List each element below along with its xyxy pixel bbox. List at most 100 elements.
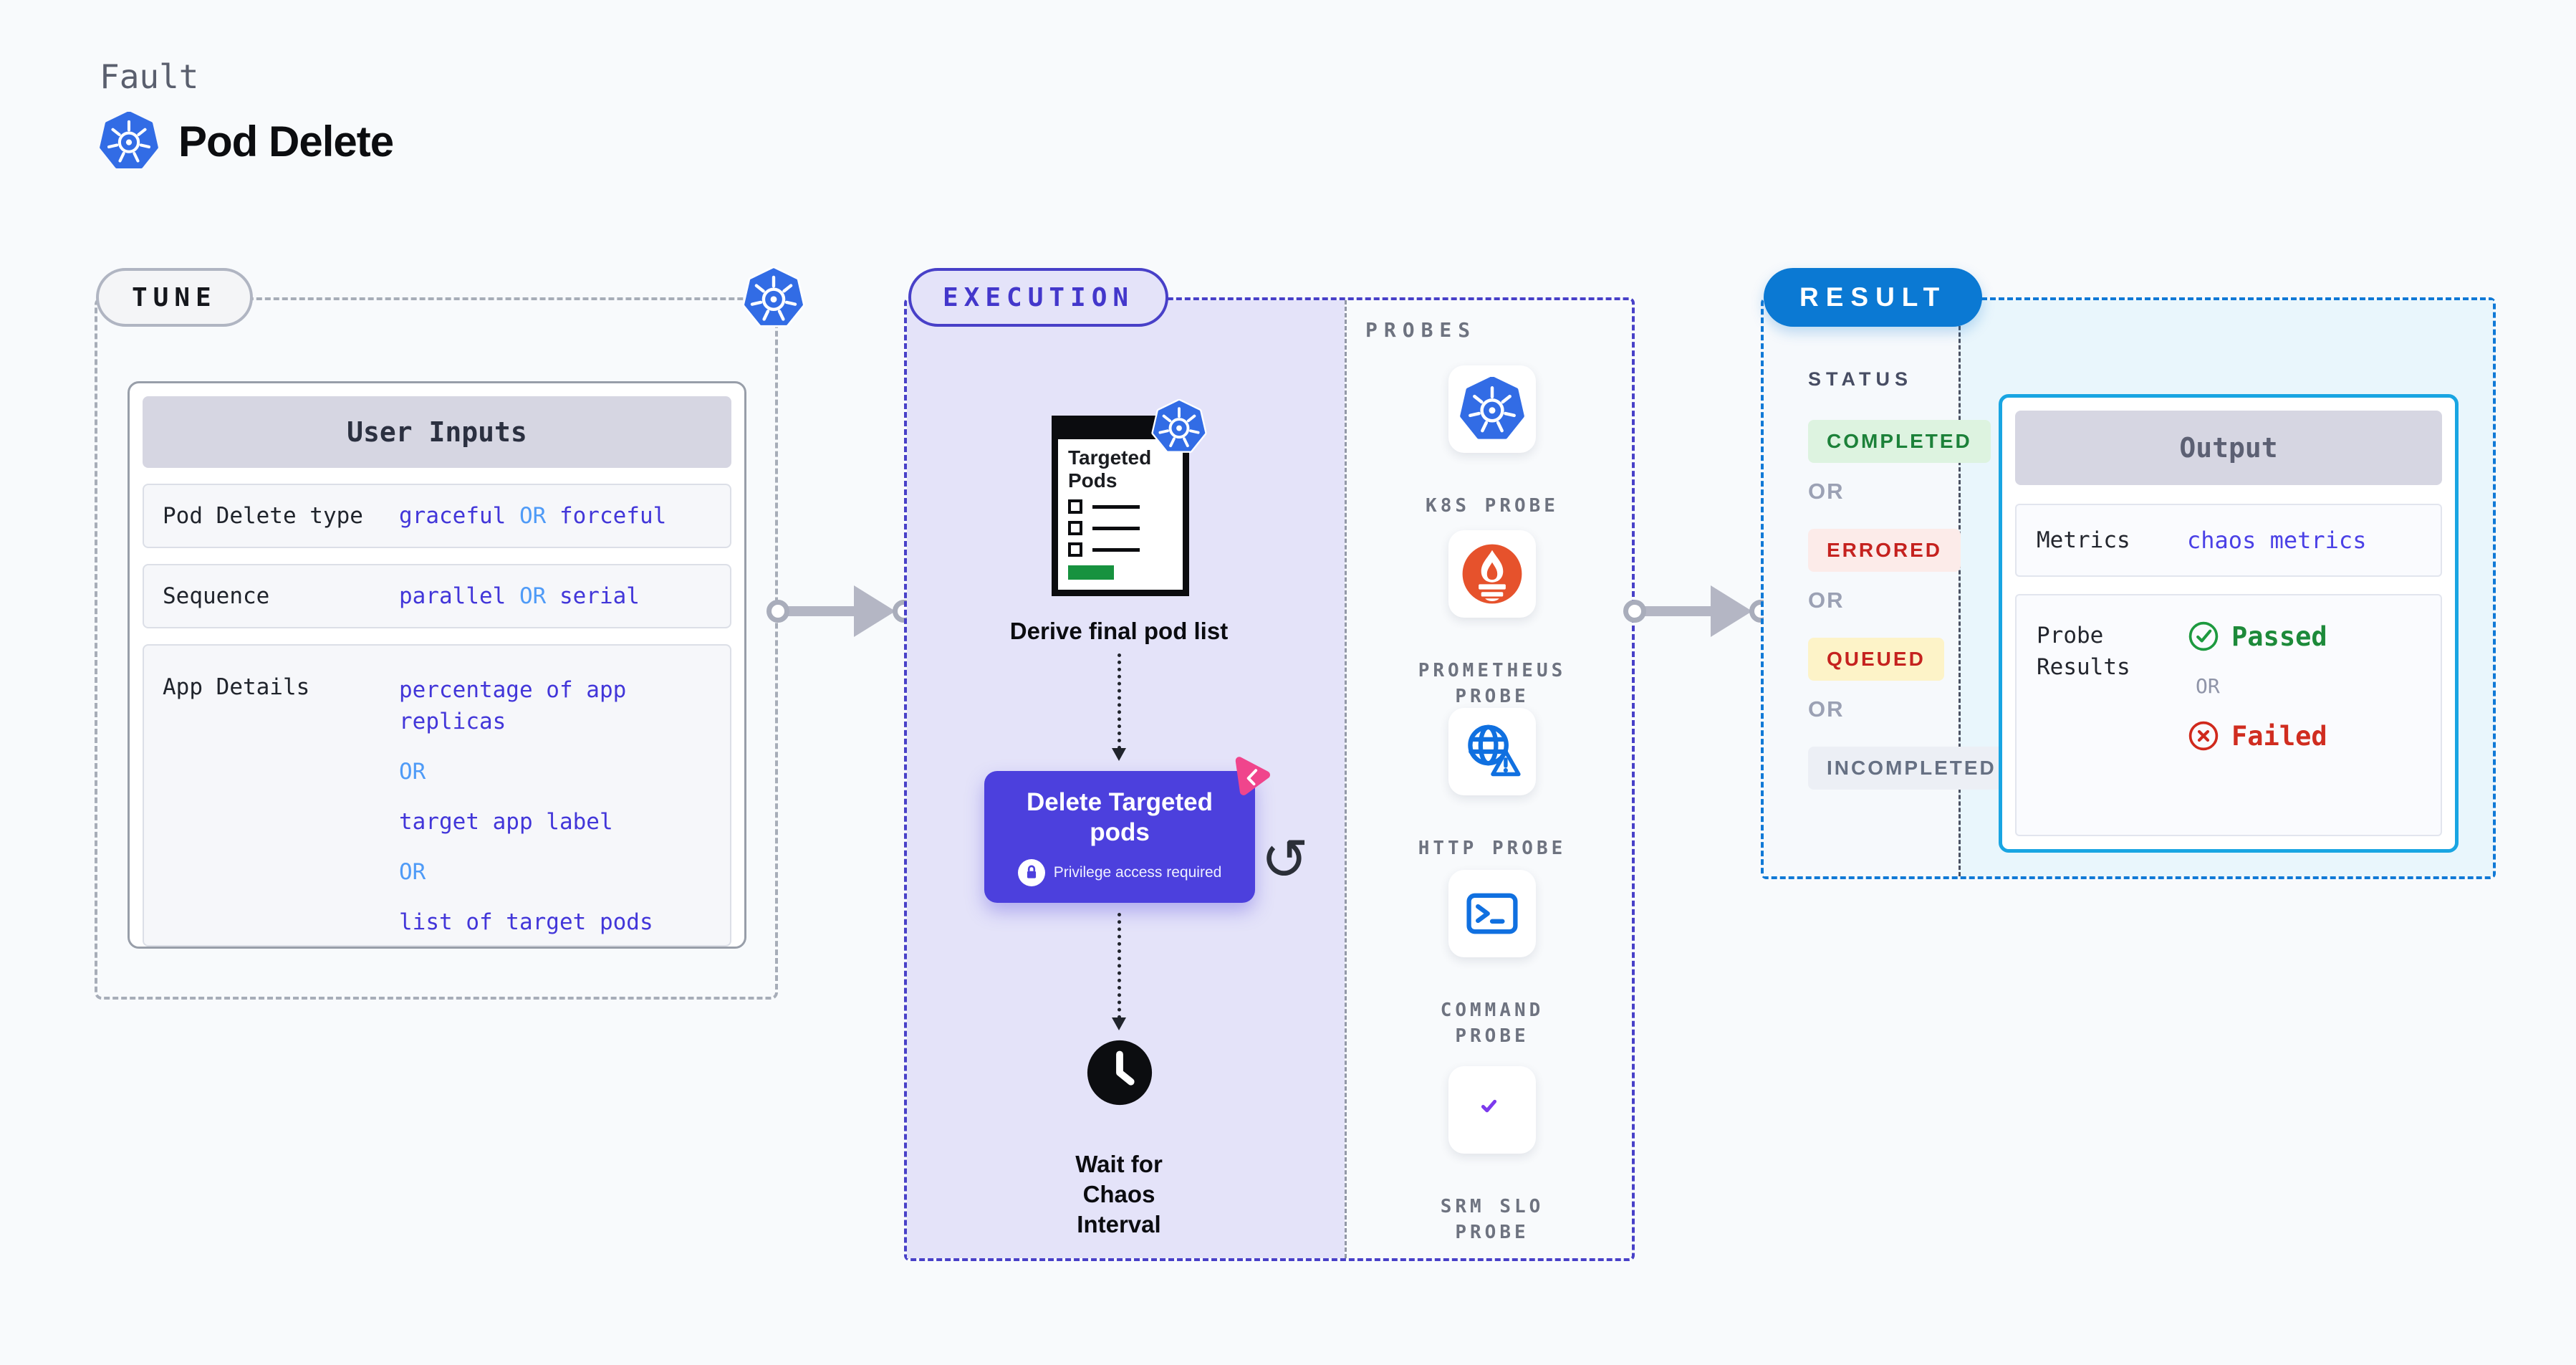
connector-dot	[766, 600, 789, 623]
probe-label: SRM SLO PROBE	[1440, 1196, 1544, 1243]
text-line	[1092, 504, 1140, 509]
kubernetes-icon	[742, 267, 805, 330]
status-badge-queued: QUEUED	[1808, 638, 1944, 681]
text-line	[1092, 526, 1140, 530]
globe-warning-icon	[1460, 719, 1524, 784]
metrics-value: chaos metrics	[2187, 527, 2367, 554]
flow-connector	[1118, 653, 1121, 749]
probe-label: PROMETHEUS PROBE	[1418, 660, 1567, 707]
failed-line: Failed	[2187, 719, 2327, 752]
prometheus-icon	[1460, 542, 1524, 606]
checkbox-icon	[1068, 499, 1082, 514]
status-heading: STATUS	[1808, 368, 1913, 390]
or-separator: OR	[399, 859, 426, 885]
probe-results-row: Probe Results Passed OR Failed	[2015, 594, 2442, 836]
status-badge-incompleted: INCOMPLETED	[1808, 747, 2015, 790]
tune-section	[95, 297, 778, 1000]
pod-checklist-row	[1068, 542, 1173, 557]
input-label: Sequence	[163, 583, 270, 609]
input-value: percentage of app replicas	[399, 677, 627, 734]
wait-chaos-interval-label: Wait for Chaos Interval	[1075, 1151, 1163, 1237]
probes-heading: PROBES	[1365, 318, 1477, 342]
flow-connector-arrow	[1112, 748, 1126, 761]
checkbox-icon	[1068, 542, 1082, 557]
check-circle-icon	[2187, 620, 2220, 653]
flow-arrow-head	[1711, 585, 1752, 637]
delete-targeted-pods-node: Delete Targeted pods Privilege access re…	[984, 771, 1255, 903]
probe-results-values: Passed OR Failed	[2187, 620, 2327, 835]
privilege-label: Privilege access required	[1053, 864, 1222, 881]
probes-pane	[1345, 300, 1632, 1258]
or-separator: OR	[2196, 674, 2220, 698]
delete-node-title: Delete Targeted pods	[1027, 788, 1213, 846]
retry-loop-icon: ↺	[1261, 826, 1309, 893]
fault-kicker: Fault	[100, 57, 199, 96]
kubernetes-icon	[1151, 399, 1207, 455]
probe-results-label: Probe Results	[2037, 623, 2130, 680]
output-header: Output	[2015, 411, 2442, 485]
user-inputs-card: User Inputs Pod Delete type graceful OR …	[128, 381, 746, 949]
input-value: target app label	[399, 809, 613, 835]
metrics-label: Metrics	[2037, 527, 2130, 553]
probe-label: K8S PROBE	[1426, 495, 1559, 517]
failed-label: Failed	[2231, 720, 2327, 752]
status-badge-completed: COMPLETED	[1808, 420, 1991, 463]
x-circle-icon	[2187, 719, 2220, 752]
input-values: graceful OR forceful	[399, 503, 666, 529]
tune-pill: TUNE	[96, 268, 253, 327]
execution-pill: EXECUTION	[908, 268, 1169, 327]
checkbox-icon	[1068, 521, 1082, 535]
or-separator: OR	[399, 759, 426, 785]
or-separator: OR	[1808, 588, 1845, 613]
user-inputs-header: User Inputs	[143, 396, 731, 468]
input-row-app-details: App Details percentage of app replicas O…	[143, 644, 731, 947]
or-separator: OR	[519, 583, 547, 609]
lock-icon	[1017, 859, 1045, 886]
input-row-sequence: Sequence parallel OR serial	[143, 564, 731, 628]
kubernetes-icon	[1460, 377, 1524, 441]
chaos-litmus-icon	[1224, 750, 1277, 803]
input-row-pod-delete-type: Pod Delete type graceful OR forceful	[143, 484, 731, 548]
input-value: parallel	[399, 583, 506, 609]
prometheus-probe-card	[1448, 530, 1536, 618]
status-badge-errored: ERRORED	[1808, 529, 1961, 572]
text-line	[1092, 547, 1140, 552]
output-card: Output Metrics chaos metrics Probe Resul…	[1999, 394, 2459, 853]
input-value: forceful	[559, 503, 667, 529]
metrics-row: Metrics chaos metrics	[2015, 504, 2442, 577]
input-values: parallel OR serial	[399, 583, 640, 609]
targeted-pods-node: Targeted Pods	[1052, 416, 1189, 596]
input-label: Pod Delete type	[163, 503, 363, 529]
probe-label: HTTP PROBE	[1418, 838, 1567, 859]
flow-connector	[1118, 913, 1121, 1019]
k8s-probe-card	[1448, 365, 1536, 453]
clock-icon	[1085, 1038, 1155, 1108]
input-values: percentage of app replicas OR target app…	[399, 674, 653, 957]
connector-dot	[1623, 600, 1646, 623]
slo-donut-check-icon	[1460, 1078, 1524, 1142]
flow-connector-arrow	[1112, 1017, 1126, 1030]
terminal-icon	[1460, 881, 1524, 946]
kubernetes-icon	[100, 112, 158, 171]
page-title: Pod Delete	[178, 117, 394, 166]
pod-checklist-row	[1068, 521, 1173, 535]
targeted-pods-title: Targeted Pods	[1068, 446, 1152, 492]
flow-arrow-head	[854, 585, 895, 637]
http-probe-card	[1448, 708, 1536, 795]
probe-label: COMMAND PROBE	[1440, 1000, 1544, 1047]
passed-line: Passed	[2187, 620, 2327, 653]
passed-label: Passed	[2231, 621, 2327, 652]
srm-slo-probe-card	[1448, 1066, 1536, 1154]
progress-bar	[1068, 565, 1114, 580]
input-value: serial	[559, 583, 640, 609]
page-header: Pod Delete	[100, 112, 394, 171]
pod-checklist-row	[1068, 499, 1173, 514]
input-label: App Details	[163, 674, 310, 700]
input-value: graceful	[399, 503, 506, 529]
flow-arrow-shaft	[1642, 606, 1714, 616]
or-separator: OR	[519, 503, 547, 529]
flow-arrow-shaft	[785, 606, 857, 616]
privilege-row: Privilege access required	[1017, 859, 1222, 886]
input-value: list of target pods	[399, 909, 653, 935]
